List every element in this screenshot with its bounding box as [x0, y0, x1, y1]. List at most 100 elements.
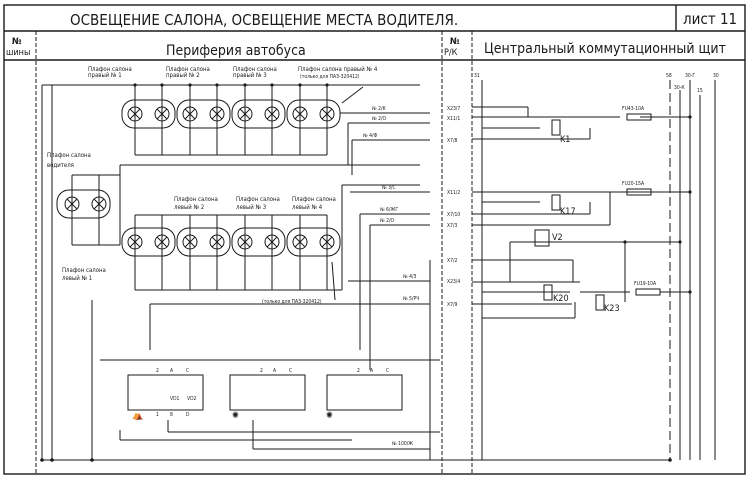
svg-text:2: 2	[260, 368, 263, 374]
svg-text:8: 8	[170, 412, 173, 418]
svg-text:№ 5/РЧ: № 5/РЧ	[403, 296, 419, 302]
svg-text:X7/2: X7/2	[447, 258, 457, 264]
relay-k20-k23	[472, 242, 692, 319]
diode-v2	[534, 229, 550, 247]
lamp-housing-right-4	[286, 99, 341, 129]
lamp-bulb-icon	[237, 234, 253, 250]
lamp-label-left-1: Плафон салона	[62, 267, 106, 274]
svg-text:A: A	[170, 368, 174, 374]
fuse-fu43: FU43-10A	[622, 106, 645, 112]
lamp-note-left-4: (только для ПАЗ-320412)	[262, 299, 322, 305]
lamp-bulb-icon	[127, 106, 143, 122]
svg-text:K20: K20	[553, 294, 569, 304]
svg-text:№ 3/С: № 3/С	[382, 185, 396, 191]
lamp-bulb-icon	[319, 234, 335, 250]
svg-text:30-К: 30-К	[674, 85, 685, 91]
svg-text:X7/3: X7/3	[447, 223, 457, 229]
svg-text:2: 2	[156, 368, 159, 374]
lamp-housing-right-1	[121, 99, 176, 129]
svg-text:V2: V2	[552, 233, 563, 243]
lamp-label-driver: Плафон салона	[47, 152, 91, 159]
svg-text:правый № 2: правый № 2	[166, 72, 200, 79]
svg-text:X11/1: X11/1	[447, 116, 460, 122]
connector-labels: X23/7 X11/1 X7/8 X11/2 X7/10 X7/3 X7/2 X…	[447, 106, 460, 308]
svg-text:левый № 2: левый № 2	[174, 204, 204, 211]
svg-text:№ 6/ЖГ: № 6/ЖГ	[380, 207, 398, 213]
svg-text:№ 2/К: № 2/К	[372, 106, 386, 112]
lamp-front-icon: ✺	[232, 411, 239, 421]
lamp-bulb-icon	[64, 196, 80, 212]
lamp-bulb-icon	[209, 106, 225, 122]
lamp-bulb-icon	[127, 234, 143, 250]
svg-text:A: A	[370, 368, 374, 374]
lamp-bulb-icon	[319, 106, 335, 122]
fuse-fu20: FU20-15A	[622, 181, 645, 187]
sheet-number: лист 11	[683, 10, 737, 28]
svg-text:D: D	[186, 412, 190, 418]
seat-light-icon: ⛺	[132, 411, 143, 421]
lamp-rear-icon: ✺	[326, 411, 333, 421]
lamp-label-right-3: Плафон салона	[233, 66, 277, 73]
lamp-label-right-4: Плафон салона правый № 4	[298, 66, 378, 73]
svg-text:VD1: VD1	[170, 396, 180, 402]
svg-text:№ 2/О: № 2/О	[372, 116, 386, 122]
lamp-label-right-2: Плафон салона	[166, 66, 210, 73]
right-lamps	[121, 83, 341, 156]
svg-text:левый № 3: левый № 3	[236, 204, 266, 211]
svg-text:X23/7: X23/7	[447, 106, 460, 112]
relay-k1	[472, 106, 692, 140]
svg-text:X7/8: X7/8	[447, 138, 457, 144]
svg-text:K23: K23	[604, 304, 620, 314]
svg-text:K17: K17	[560, 207, 576, 217]
central-panel-header: Центральный коммутационный щит	[484, 41, 726, 57]
svg-text:X7/10: X7/10	[447, 212, 460, 218]
lamp-housing-right-3	[231, 99, 286, 129]
svg-text:K1: K1	[560, 135, 570, 145]
left-lamps	[121, 184, 420, 291]
svg-text:№ 4/З: № 4/З	[403, 274, 416, 280]
lamp-bulb-icon	[154, 106, 170, 122]
periphery-header: Периферия автобуса	[166, 43, 306, 59]
fuse-fu19: FU19-10A	[634, 281, 657, 287]
svg-text:водителя: водителя	[47, 162, 74, 169]
rk-label-2: Р/К	[444, 48, 458, 58]
rk-label: №	[450, 37, 460, 47]
bus-no-label-2: шины	[6, 48, 30, 58]
frame	[3, 4, 746, 475]
lamp-housing-driver	[56, 189, 111, 219]
page-title: ОСВЕЩЕНИЕ САЛОНА, ОСВЕЩЕНИЕ МЕСТА ВОДИТЕ…	[70, 11, 458, 29]
svg-text:левый № 4: левый № 4	[292, 204, 323, 211]
lamp-bulb-icon	[292, 234, 308, 250]
lamp-bulb-icon	[209, 234, 225, 250]
svg-text:30-Г: 30-Г	[685, 73, 695, 79]
bus-no-label: №	[12, 37, 22, 47]
lamp-label-left-3: Плафон салона	[236, 196, 280, 203]
svg-text:X7/9: X7/9	[447, 302, 457, 308]
lamp-bulb-icon	[292, 106, 308, 122]
lamp-note-right-4: (только для ПАЗ-320412)	[300, 74, 360, 80]
svg-text:№ 100/Ж: № 100/Ж	[392, 441, 413, 447]
lamp-label-left-4: Плафон салона	[292, 196, 336, 203]
svg-text:№ 2/О: № 2/О	[380, 218, 394, 224]
lamp-bulb-icon	[264, 234, 280, 250]
svg-text:правый № 1: правый № 1	[88, 72, 122, 79]
lamp-housing-right-2	[176, 99, 231, 129]
svg-text:A: A	[273, 368, 277, 374]
relay-k17	[472, 188, 692, 226]
svg-text:58: 58	[666, 73, 672, 79]
svg-text:правый № 3: правый № 3	[233, 72, 267, 79]
svg-text:C: C	[386, 368, 389, 374]
svg-text:1: 1	[156, 412, 159, 418]
svg-text:X23/4: X23/4	[447, 279, 460, 285]
svg-text:X11/2: X11/2	[447, 190, 460, 196]
svg-text:№ 4/Ф: № 4/Ф	[363, 133, 377, 139]
svg-text:VD2: VD2	[187, 396, 197, 402]
lamp-bulb-icon	[91, 196, 107, 212]
lamp-label-right-1: Плафон салона	[88, 66, 132, 73]
lamp-label-left-2: Плафон салона	[174, 196, 218, 203]
lamp-bulb-icon	[264, 106, 280, 122]
lamp-bulb-icon	[237, 106, 253, 122]
svg-text:30: 30	[713, 73, 719, 79]
switch-blocks	[100, 359, 440, 450]
